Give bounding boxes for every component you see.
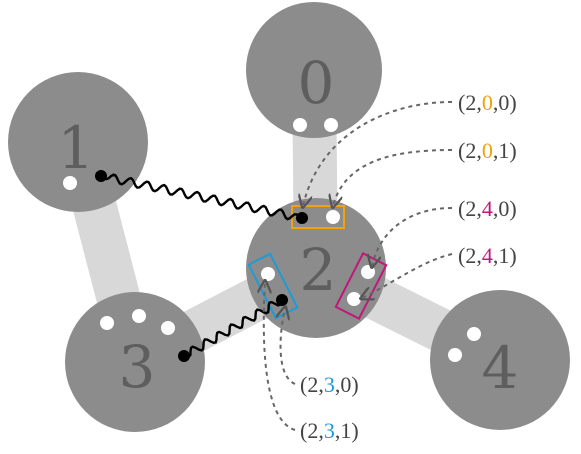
slot-dot bbox=[63, 176, 77, 190]
wavy-link-3-to-2 bbox=[184, 299, 283, 358]
node-0-label: 0 bbox=[298, 49, 335, 117]
node-4-label: 4 bbox=[482, 334, 519, 402]
tuple-label-2-3-0: (2,3,0) bbox=[300, 372, 359, 397]
slot-dot bbox=[100, 316, 114, 330]
node-0: 0 bbox=[246, 2, 382, 138]
slot-dot bbox=[448, 348, 462, 362]
node-4-circle bbox=[430, 290, 570, 430]
slot-dot bbox=[347, 292, 361, 306]
nodes: 0 1 2 3 4 bbox=[8, 2, 570, 432]
node-2-label: 2 bbox=[300, 236, 337, 304]
slot-dot bbox=[132, 309, 146, 323]
arrow-to-blue-slot-0 bbox=[281, 308, 296, 385]
arrow-to-blue-slot-1 bbox=[264, 282, 296, 431]
wavy-connectors bbox=[95, 170, 308, 362]
node-4: 4 bbox=[430, 290, 570, 430]
wave-endpoint-dot bbox=[276, 294, 288, 306]
arrow-to-orange-slot-1 bbox=[333, 149, 453, 206]
tuple-label-2-0-1: (2,0,1) bbox=[458, 138, 517, 163]
tuple-label-2-0-0: (2,0,0) bbox=[458, 90, 517, 115]
node-1-label: 1 bbox=[58, 114, 95, 182]
tuple-label-2-4-1: (2,4,1) bbox=[458, 243, 517, 268]
node-1-circle bbox=[8, 72, 148, 212]
slot-dot bbox=[361, 265, 375, 279]
slot-dot bbox=[467, 327, 481, 341]
node-0-circle bbox=[246, 2, 382, 138]
wavy-link-1-to-2 bbox=[100, 173, 303, 221]
arrow-to-magenta-slot-1 bbox=[362, 253, 453, 298]
tuple-labels: (2,0,0) (2,0,1) (2,4,0) (2,4,1) (2,3,0) … bbox=[300, 90, 517, 443]
tuple-label-2-4-0: (2,4,0) bbox=[458, 196, 517, 221]
slot-dot bbox=[161, 321, 175, 335]
slot-dot bbox=[261, 267, 275, 281]
wave-endpoint-dot bbox=[296, 212, 308, 224]
slot-dot bbox=[326, 210, 340, 224]
wave-endpoint-dot bbox=[95, 170, 107, 182]
node-1: 1 bbox=[8, 72, 148, 212]
slot-dots bbox=[63, 118, 481, 362]
arrow-to-magenta-slot-0 bbox=[372, 207, 453, 266]
wave-endpoint-dot bbox=[178, 350, 190, 362]
tuple-label-2-3-1: (2,3,1) bbox=[300, 418, 359, 443]
node-3-label: 3 bbox=[119, 333, 156, 401]
slot-dot bbox=[324, 118, 338, 132]
slot-dot bbox=[293, 118, 307, 132]
dashed-arrows bbox=[264, 101, 453, 431]
arrow-to-orange-slot-0 bbox=[303, 101, 453, 206]
